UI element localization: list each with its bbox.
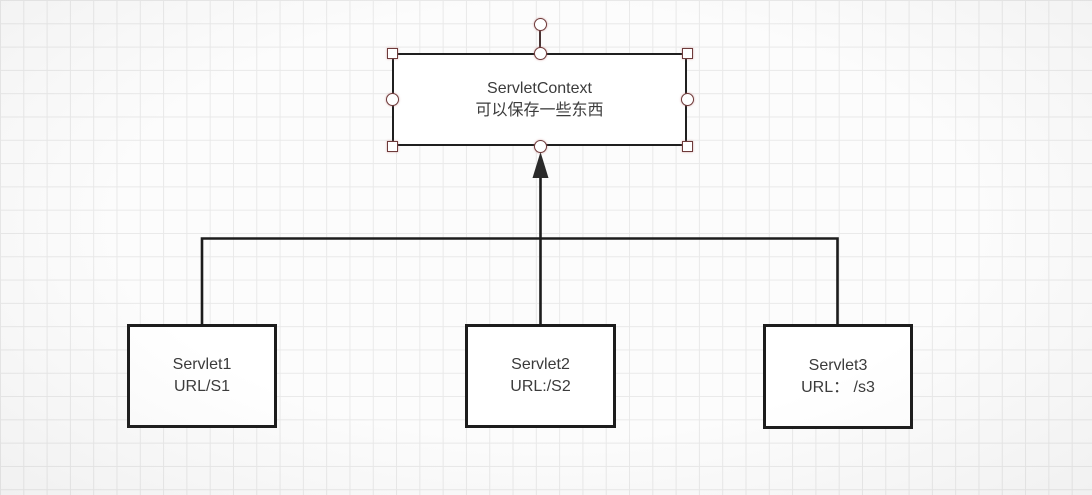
connection-handle-left[interactable]	[385, 93, 399, 106]
node-servlet2[interactable]: Servlet2 URL:/S2	[465, 324, 616, 428]
node-servletcontext[interactable]: ServletContext 可以保存一些东西	[392, 53, 687, 146]
resize-handle-top-left[interactable]	[386, 47, 398, 59]
node-url: URL/S1	[173, 378, 231, 395]
node-label: Servlet1	[172, 356, 232, 373]
resize-handle-bottom-right[interactable]	[681, 140, 693, 152]
node-servlet3[interactable]: Servlet3 URL： /s3	[763, 324, 913, 429]
connection-handle-top[interactable]	[533, 46, 547, 60]
resize-handle-top-right[interactable]	[681, 47, 693, 59]
node-label: Servlet2	[511, 356, 570, 373]
connection-handle-right[interactable]	[680, 93, 694, 106]
rotate-handle[interactable]	[533, 17, 547, 31]
arrowhead-up-icon	[532, 152, 549, 178]
connection-handle-bottom[interactable]	[533, 139, 547, 153]
node-servlet1[interactable]: Servlet1 URL/S1	[127, 324, 277, 428]
node-label: Servlet3	[808, 356, 868, 374]
node-title: ServletContext	[487, 79, 592, 97]
node-subtitle: 可以保存一些东西	[475, 101, 604, 119]
rotate-handle-stem	[539, 30, 541, 48]
resize-handle-bottom-left[interactable]	[386, 140, 398, 152]
node-url: URL:/S2	[510, 378, 571, 395]
node-url: URL： /s3	[801, 378, 875, 396]
connector-branch-line[interactable]	[200, 237, 839, 325]
